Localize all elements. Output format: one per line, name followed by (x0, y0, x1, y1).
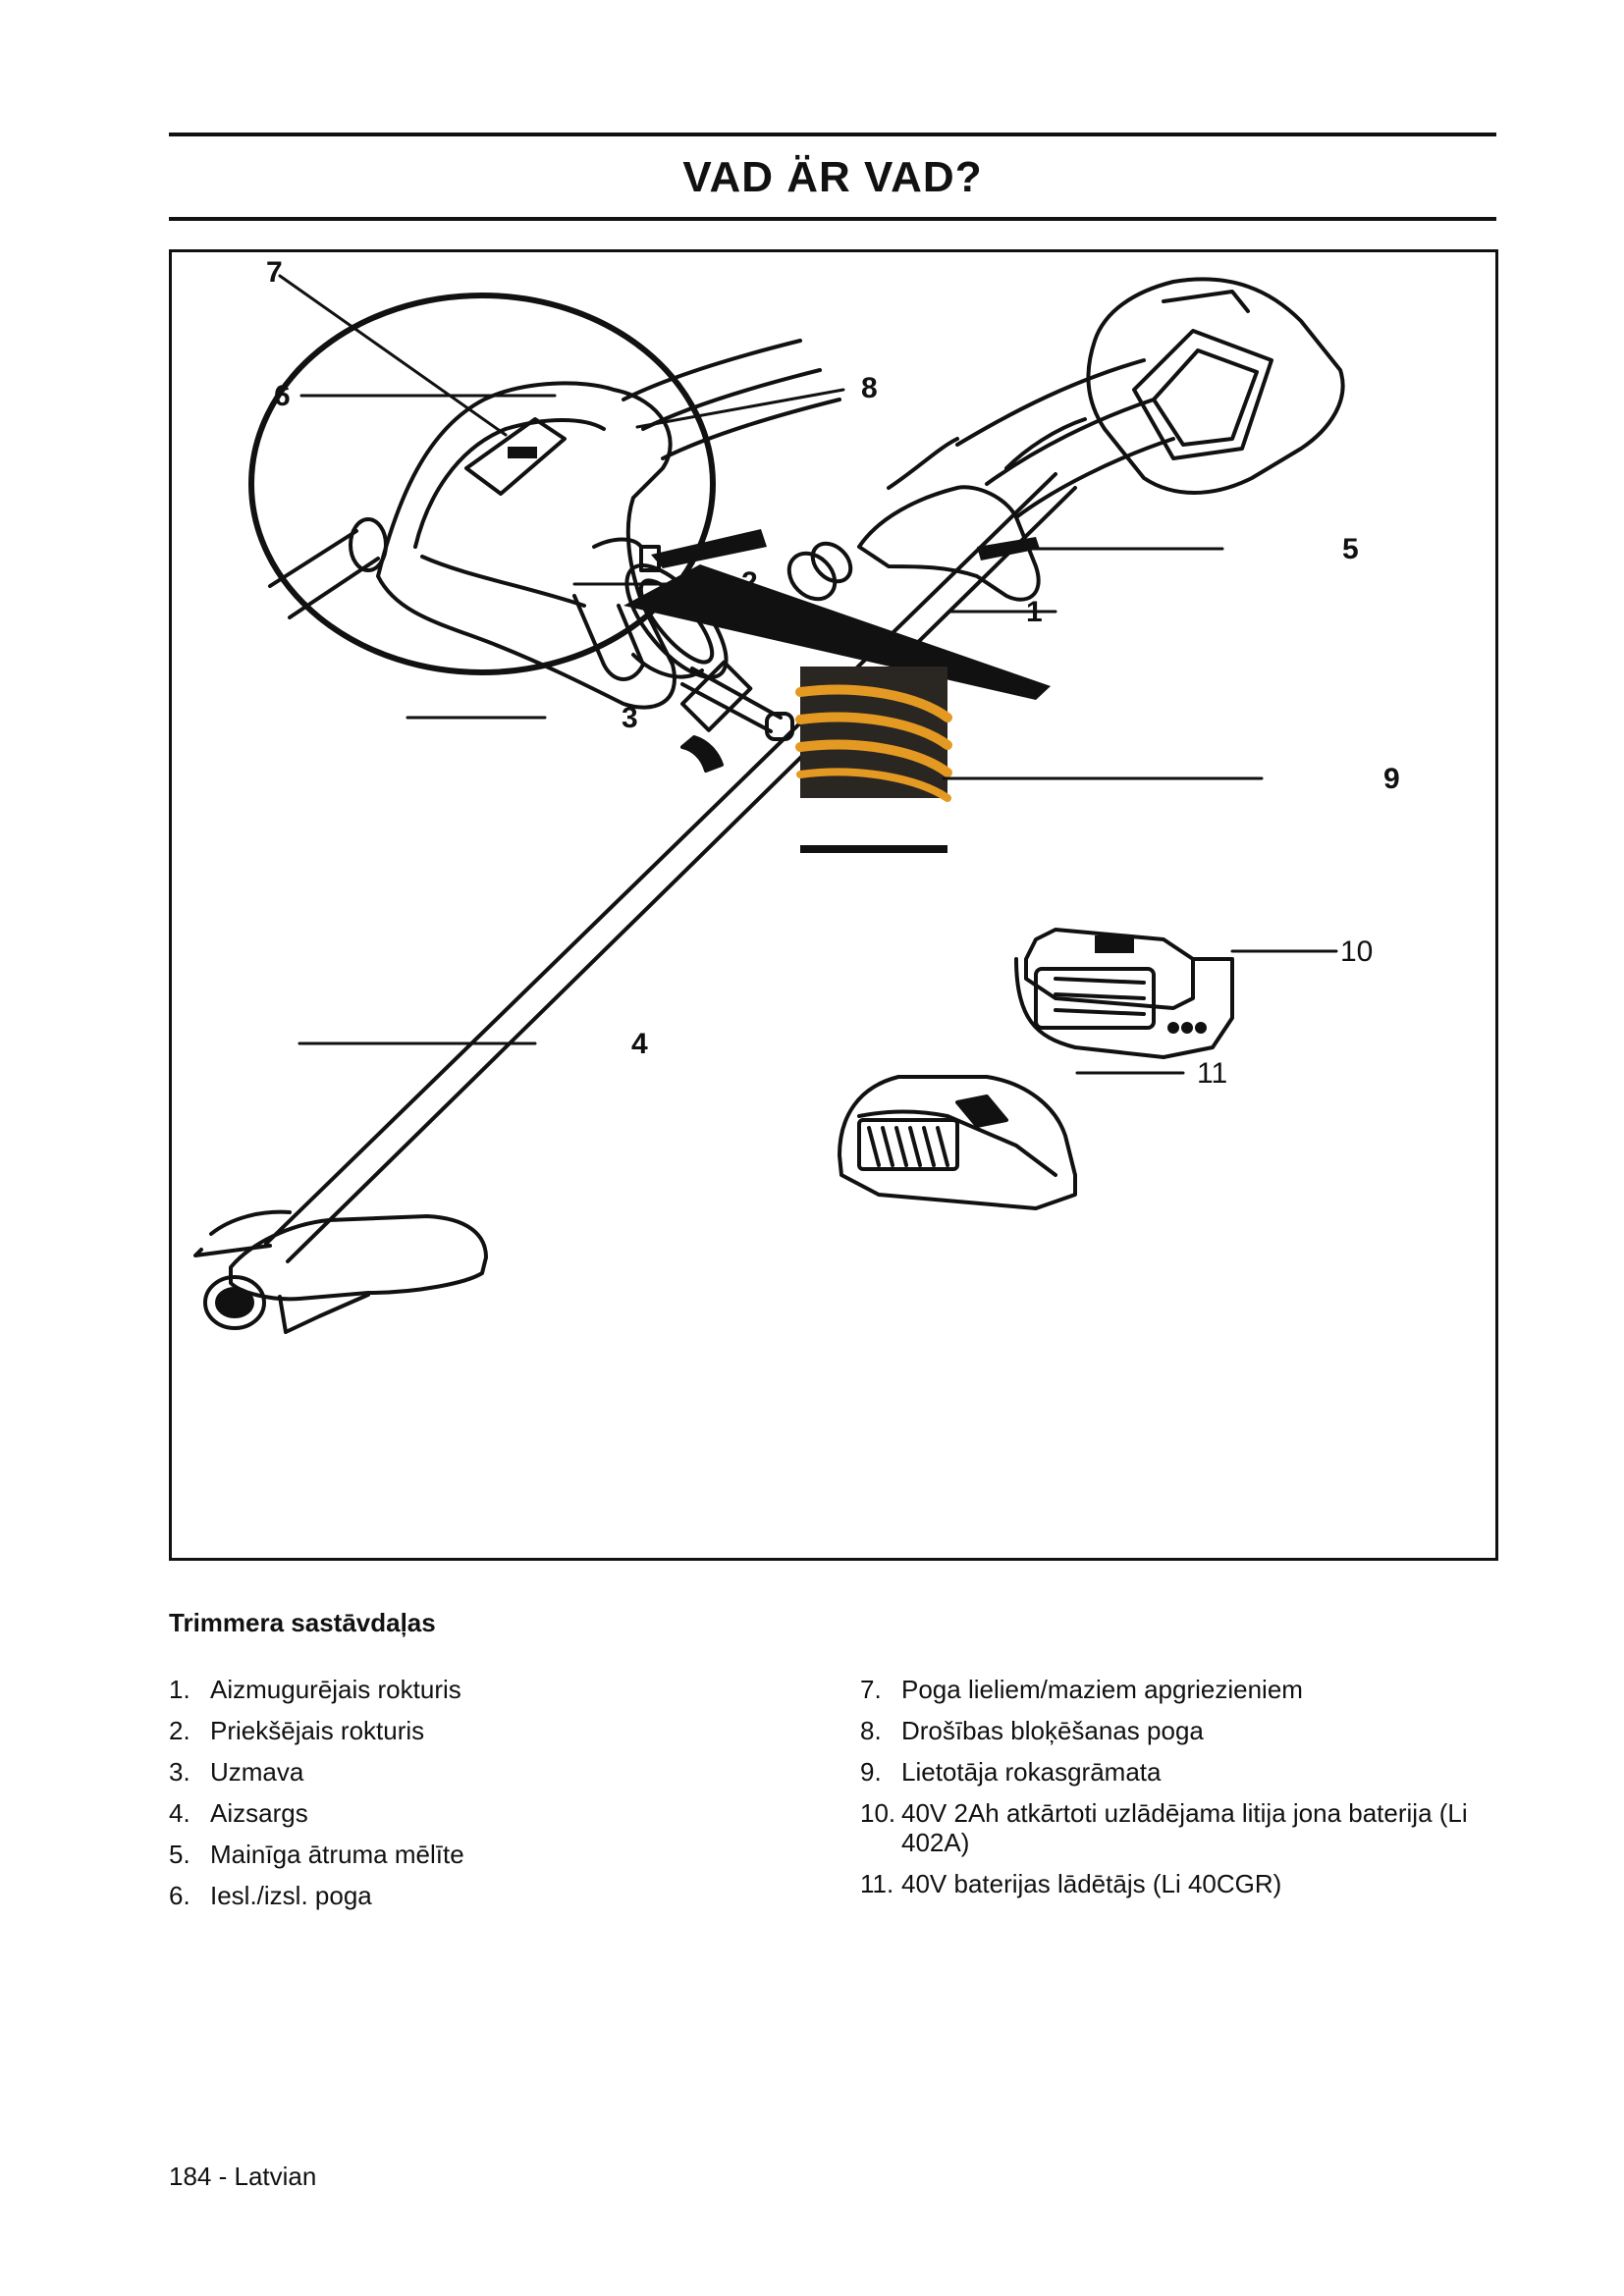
list-item: 11.40V baterijas lādētājs (Li 40CGR) (860, 1869, 1489, 1898)
callout-8: 8 (861, 372, 878, 404)
list-item-number: 3. (169, 1757, 190, 1787)
charger-illustration (838, 1075, 1077, 1210)
list-item-number: 6. (169, 1881, 190, 1910)
callout-6: 6 (274, 380, 291, 412)
handle-zoom-detail (248, 274, 1051, 710)
title-rule-top (169, 133, 1496, 136)
list-item-text: Aizsargs (210, 1798, 308, 1828)
list-item-text: Mainīga ātruma mēlīte (210, 1840, 464, 1869)
manual-illustration (795, 667, 952, 853)
list-item-number: 4. (169, 1798, 190, 1828)
page-footer: 184 - Latvian (169, 2162, 317, 2191)
callout-7: 7 (266, 256, 283, 289)
list-item-text: Poga lieliem/maziem apgriezieniem (901, 1675, 1303, 1704)
list-item-number: 1. (169, 1675, 190, 1704)
list-item: 1. Aizmugurējais rokturis (169, 1675, 797, 1704)
title-rule-bottom (169, 217, 1496, 221)
list-item: 7. Poga lieliem/maziem apgriezieniem (860, 1675, 1489, 1704)
list-item: 3. Uzmava (169, 1757, 797, 1787)
callout-4: 4 (631, 1028, 648, 1060)
trimmer-illustration: 7 6 8 1 5 2 3 9 10 4 11 (193, 256, 1400, 1334)
list-item: 2. Priekšējais rokturis (169, 1716, 797, 1745)
callout-5: 5 (1342, 533, 1359, 565)
list-item: 9. Lietotāja rokasgrāmata (860, 1757, 1489, 1787)
list-item: 10.40V 2Ah atkārtoti uzlādējama litija j… (860, 1798, 1489, 1857)
list-item-text: 40V 2Ah atkārtoti uzlādējama litija jona… (901, 1798, 1468, 1857)
list-item-text: Lietotāja rokasgrāmata (901, 1757, 1162, 1787)
trimmer-figure: 7 6 8 1 5 2 3 9 10 4 11 (169, 249, 1498, 1561)
list-item: 8. Drošības bloķēšanas poga (860, 1716, 1489, 1745)
list-item-number: 10. (860, 1798, 896, 1828)
list-item-text: 40V baterijas lādētājs (Li 40CGR) (901, 1869, 1282, 1898)
list-item: 6. Iesl./izsl. poga (169, 1881, 797, 1910)
list-item-number: 7. (860, 1675, 882, 1704)
callout-11: 11 (1197, 1057, 1227, 1090)
list-item-text: Aizmugurējais rokturis (210, 1675, 461, 1704)
parts-list-right: 7. Poga lieliem/maziem apgriezieniem 8. Dr… (860, 1675, 1489, 1910)
list-item-number: 11. (860, 1869, 894, 1898)
list-item-number: 9. (860, 1757, 882, 1787)
trimmer-shaft (193, 277, 1345, 1334)
callout-2: 2 (741, 566, 758, 599)
list-item-number: 8. (860, 1716, 882, 1745)
battery-illustration (1014, 928, 1234, 1059)
callout-9: 9 (1383, 763, 1400, 795)
callout-1: 1 (1026, 596, 1043, 628)
list-item-text: Drošības bloķēšanas poga (901, 1716, 1204, 1745)
callout-3: 3 (622, 702, 638, 734)
list-item-number: 2. (169, 1716, 190, 1745)
parts-list-left: 1. Aizmugurējais rokturis 2. Priekšējais r… (169, 1675, 797, 1922)
list-item-number: 5. (169, 1840, 190, 1869)
figure-caption: Trimmera sastāvdaļas (169, 1608, 436, 1637)
list-item: 5. Mainīga ātruma mēlīte (169, 1840, 797, 1869)
callout-10: 10 (1340, 935, 1373, 968)
list-item-text: Uzmava (210, 1757, 304, 1787)
list-item: 4. Aizsargs (169, 1798, 797, 1828)
list-item-text: Iesl./izsl. poga (210, 1881, 372, 1910)
page-title: VAD ÄR VAD? (682, 153, 983, 201)
list-item-text: Priekšējais rokturis (210, 1716, 425, 1745)
